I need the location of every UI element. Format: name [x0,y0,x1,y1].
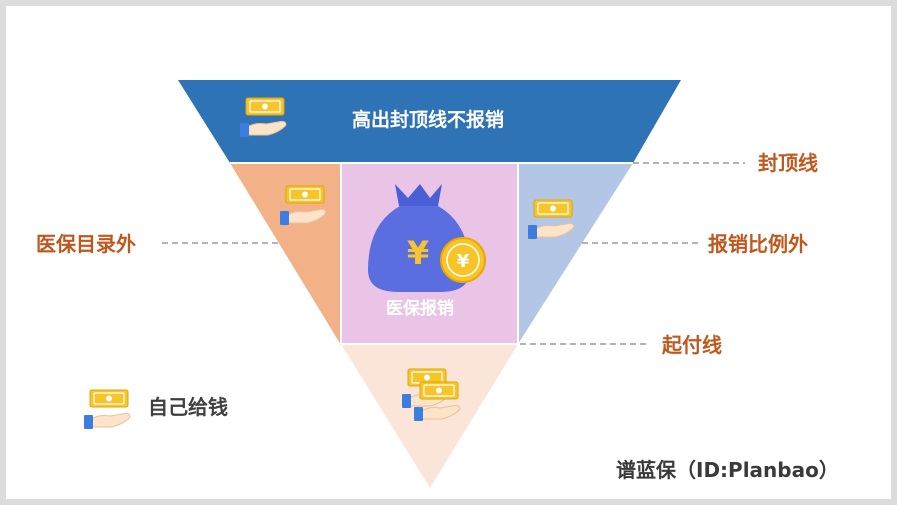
left-zone-fill [230,163,341,344]
self-pay-label: 自己给钱 [148,395,228,419]
bag-yuan-symbol: ¥ [407,234,429,272]
outside-ratio-label: 报销比例外 [708,232,808,256]
coin-yuan-symbol: ¥ [457,251,470,272]
deductible-line-label: 起付线 [661,333,722,357]
brand-watermark: 谱蓝保（ID:Planbao） [616,458,839,482]
outside-ratio-zone [518,163,633,344]
cap-zone [178,80,681,163]
cap-line-label: 封顶线 [758,151,818,175]
money-bag-icon: ¥ ¥ [368,184,486,292]
money-hand-icon [83,389,131,430]
center-zone-text: 医保报销 [386,298,454,319]
top-zone-text: 高出封顶线不报销 [352,108,504,131]
outside-catalog-label: 医保目录外 [36,232,136,256]
